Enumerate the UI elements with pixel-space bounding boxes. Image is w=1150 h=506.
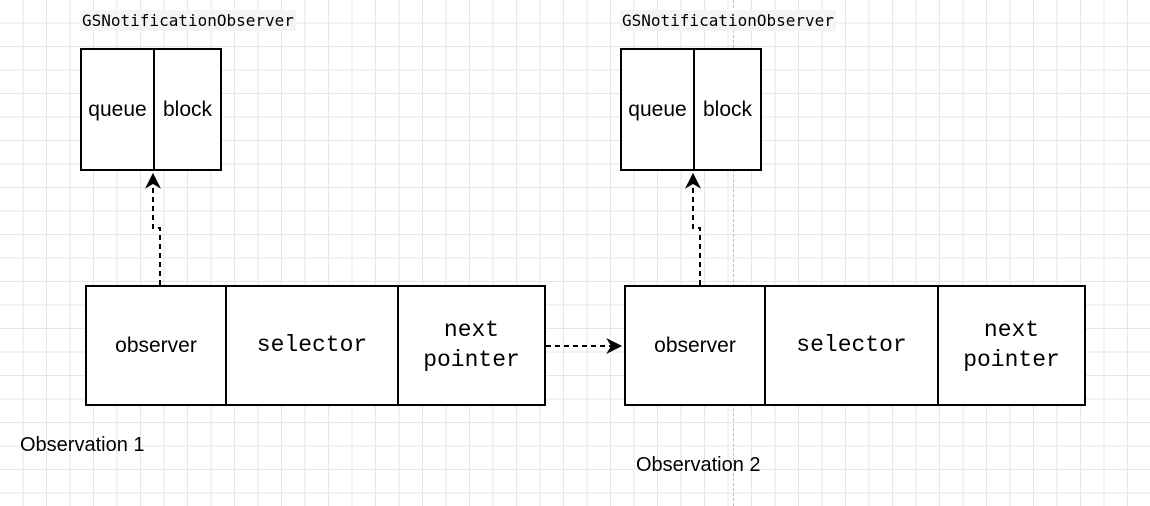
observer-queue-field-2: queue (620, 48, 695, 171)
observation-observer-field-1: observer (85, 285, 227, 406)
observer-block-field-1: block (153, 48, 222, 171)
observer-title-1: GSNotificationObserver (80, 10, 296, 31)
observation-caption-1: Observation 1 (20, 434, 145, 456)
observer-to-gsobserver-arrow-1 (145, 172, 161, 285)
observer-to-gsobserver-arrow-2 (685, 172, 701, 285)
observation-next-pointer-field-2: next pointer (937, 285, 1086, 406)
observation-next-pointer-field-1: next pointer (397, 285, 546, 406)
observation-selector-field-1: selector (225, 285, 399, 406)
observation-observer-field-2: observer (624, 285, 766, 406)
observer-block-field-2: block (693, 48, 762, 171)
observer-queue-field-1: queue (80, 48, 155, 171)
observer-title-2: GSNotificationObserver (620, 10, 836, 31)
observation-caption-2: Observation 2 (636, 454, 761, 476)
observation-selector-field-2: selector (764, 285, 939, 406)
dashed-guide-line (733, 0, 734, 506)
